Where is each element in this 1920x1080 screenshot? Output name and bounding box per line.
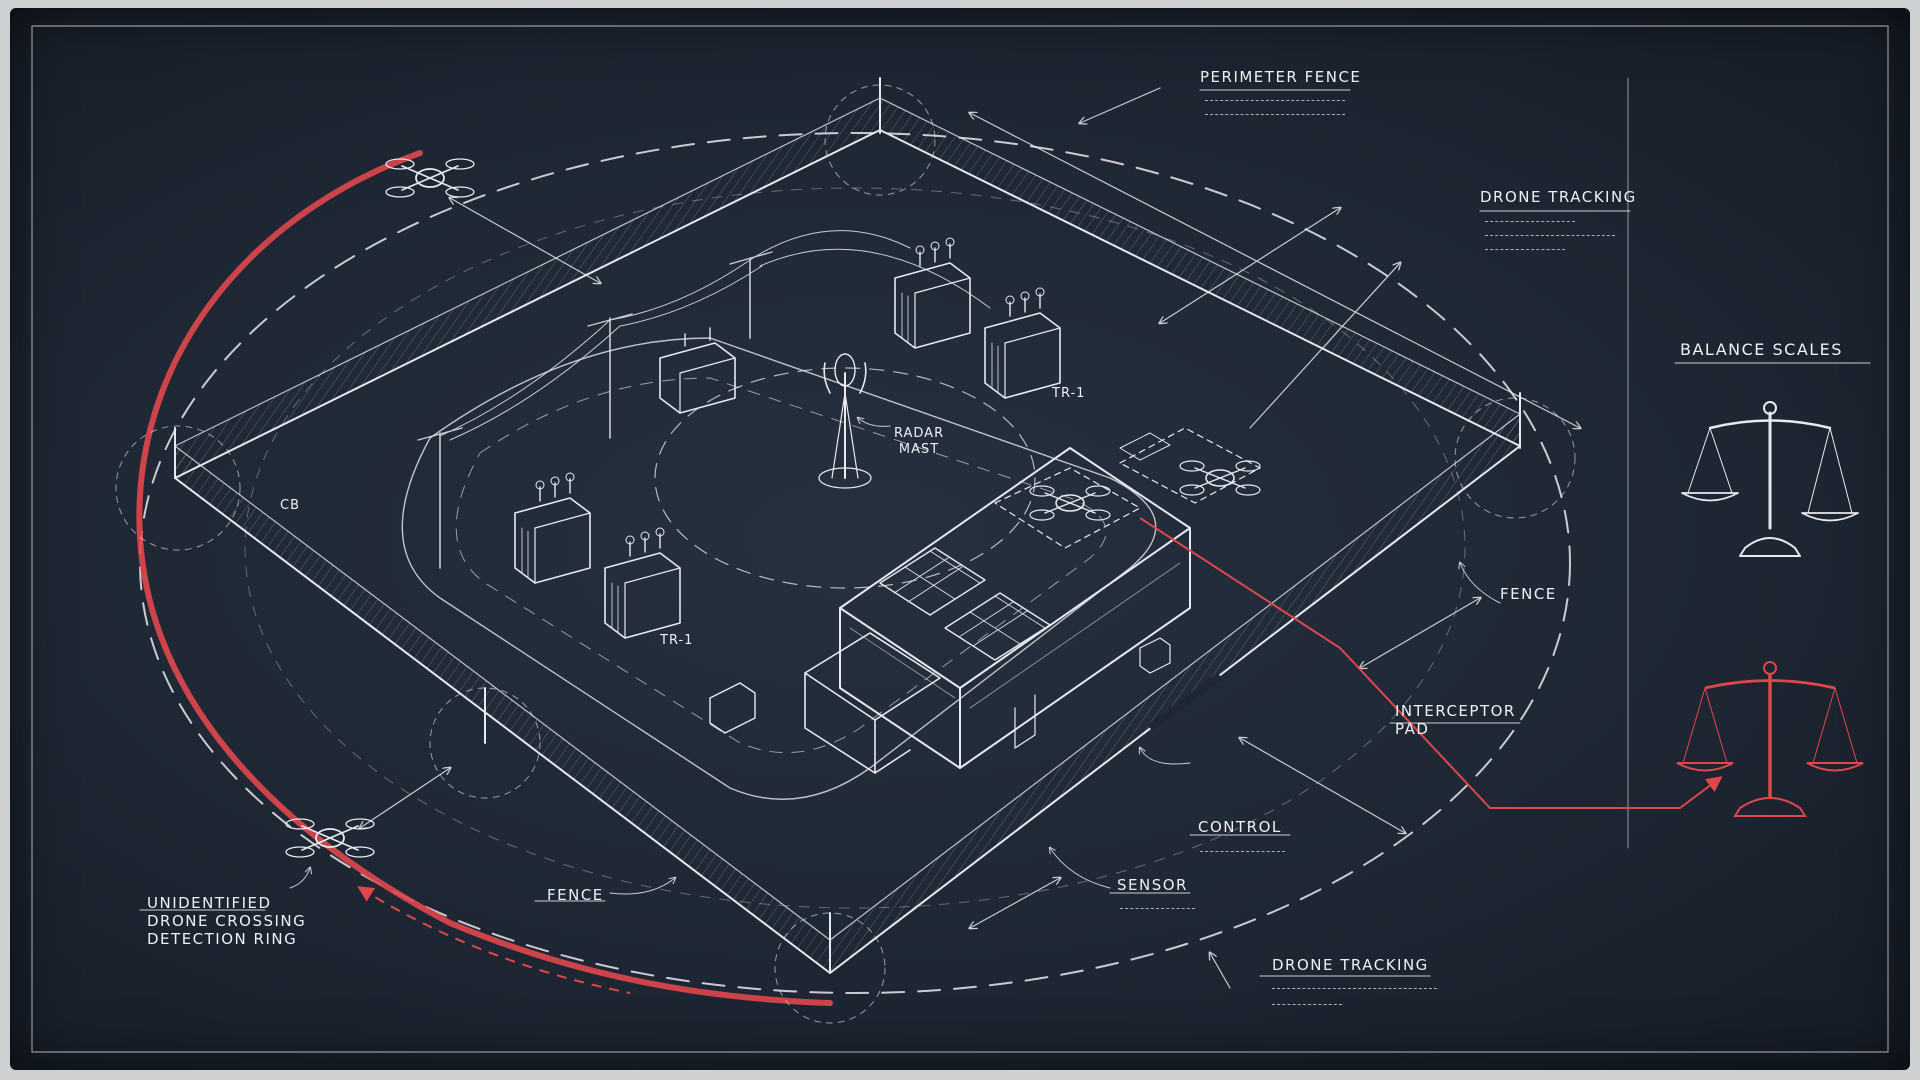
annotation-scribble <box>1205 114 1345 115</box>
annotation-scribble <box>1205 100 1345 101</box>
leader-lines <box>289 418 1501 895</box>
annotation-scribble <box>1272 988 1437 989</box>
label-balance-scales: Balance Scales <box>1680 340 1843 359</box>
solar-panel-icon <box>879 547 1051 661</box>
red-detection-arc <box>136 150 833 1006</box>
transformer-icon <box>659 327 736 414</box>
label-unidentified-drone: Unidentified Drone Crossing Detection Ri… <box>147 894 306 948</box>
equipment-box <box>1139 637 1171 674</box>
annotation-scribble <box>1485 221 1575 222</box>
drone-icon <box>1029 485 1111 521</box>
label-unidentified-line1: Unidentified <box>147 894 272 912</box>
annotation-scribble <box>1120 908 1195 909</box>
label-control: Control <box>1198 818 1282 836</box>
transformer-icon <box>604 527 681 639</box>
label-fence-right: Fence <box>1500 585 1557 603</box>
label-drone-tracking-bottom: Drone Tracking <box>1272 956 1429 974</box>
road-centerline <box>455 377 1107 754</box>
transformer-icon <box>984 287 1061 399</box>
annotation-scribble <box>1272 1004 1342 1005</box>
interceptor-pad <box>994 427 1261 549</box>
control-building <box>804 447 1191 774</box>
utility-poles <box>417 230 991 569</box>
drone-icon <box>285 818 375 858</box>
interceptor-red-path <box>1139 517 1723 809</box>
detection-ring-inner <box>244 187 1466 909</box>
transformer-icon <box>894 237 971 349</box>
red-direction-arrow <box>357 886 631 994</box>
balance-scales-icon <box>1681 401 1859 557</box>
label-perimeter-fence: Perimeter Fence <box>1200 68 1362 86</box>
annotation-scribble <box>1485 235 1615 236</box>
annotation-scribble <box>1200 851 1285 852</box>
drone-icon <box>1179 460 1261 496</box>
label-unidentified-line2: Drone Crossing <box>147 912 307 930</box>
label-interceptor-pad-line1: Interceptor <box>1395 702 1516 720</box>
transformer-icon <box>514 472 591 584</box>
fence-posts <box>115 77 1576 1024</box>
frame-border <box>31 25 1889 1053</box>
label-drone-tracking-top: Drone Tracking <box>1480 188 1637 206</box>
drone-icon <box>385 158 475 198</box>
label-sensor: Sensor <box>1117 876 1188 894</box>
perimeter-fence <box>174 97 1521 974</box>
blueprint-board: Perimeter Fence Drone Tracking Balance S… <box>10 8 1910 1070</box>
label-radar-mast-line1: Radar <box>894 426 945 441</box>
dimension-lines <box>360 87 1580 989</box>
balance-scales-icon <box>1676 661 1864 817</box>
label-interceptor-pad: Interceptor Pad <box>1395 702 1516 738</box>
label-unidentified-line3: Detection Ring <box>147 930 298 948</box>
substation-diagram <box>31 25 1889 1053</box>
label-radar-mast: Radar Mast <box>894 426 944 457</box>
equipment-box <box>709 682 756 734</box>
label-cb: CB <box>280 498 300 513</box>
label-fence-bottom: Fence <box>547 886 604 904</box>
label-interceptor-pad-line2: Pad <box>1395 720 1430 738</box>
label-tr1-left: TR-1 <box>660 633 694 648</box>
label-underlines <box>139 89 1871 977</box>
label-tr1-right: TR-1 <box>1052 386 1086 401</box>
internal-road <box>401 337 1157 800</box>
radar-mast-icon <box>654 353 1036 589</box>
annotation-scribble <box>1485 249 1565 250</box>
label-radar-mast-line2: Mast <box>898 441 940 457</box>
